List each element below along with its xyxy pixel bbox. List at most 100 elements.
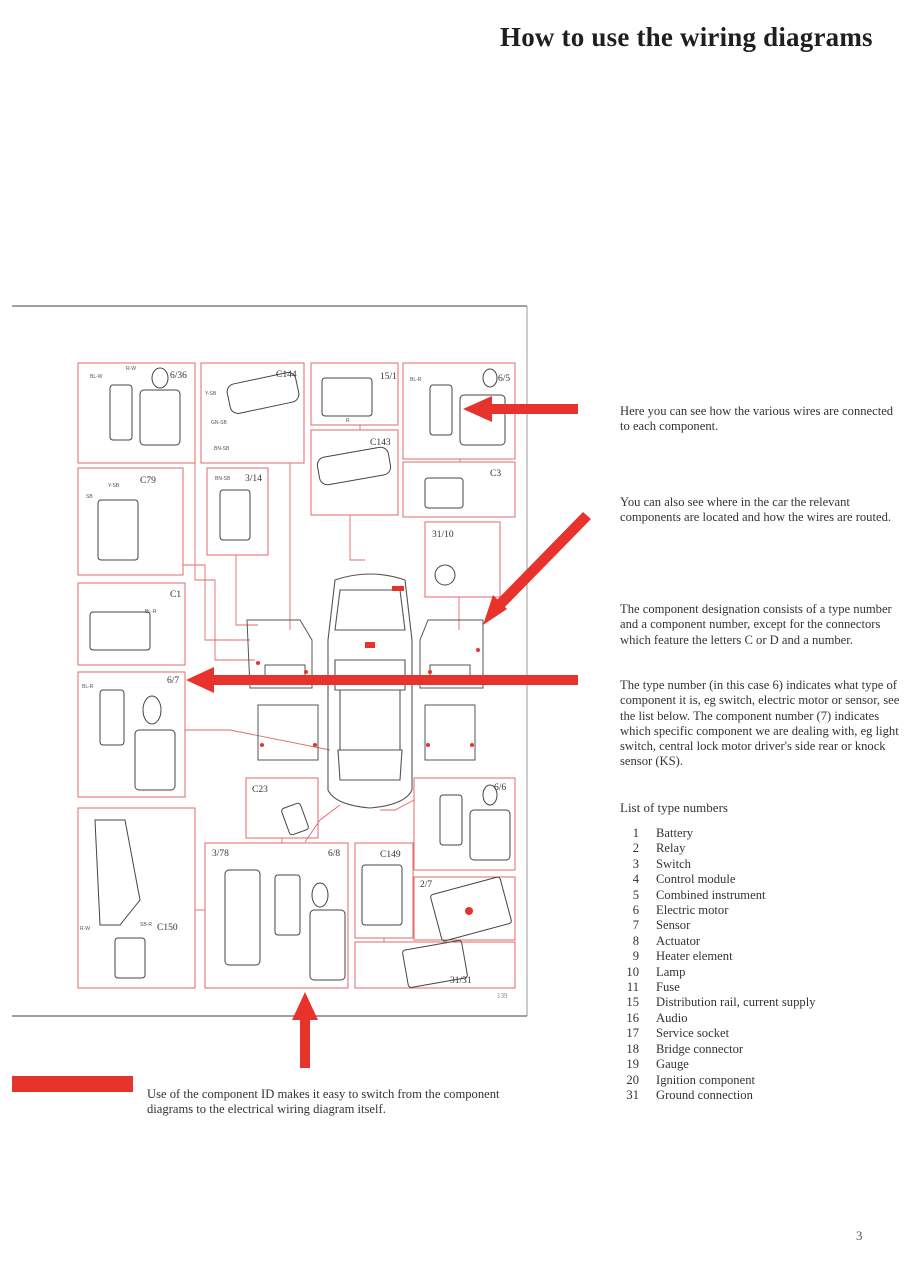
type-list-item: 9 Heater element [615,949,816,964]
type-number: 15 [626,995,639,1010]
type-number: 9 [632,949,639,964]
label-15-1: 15/1 [380,372,397,382]
type-number: 20 [626,1072,639,1087]
type-number: 4 [632,872,639,887]
type-list-item: 10 Lamp [615,965,816,980]
type-number: 10 [626,964,639,979]
wire-code: GN-SB [211,420,228,426]
wire-code: Y-SB [108,483,120,489]
type-list-item: 17 Service socket [615,1026,816,1041]
label-6-36: 6/36 [170,371,187,381]
wire-code: Y-SB [205,391,217,397]
red-arrows [12,396,591,1092]
diagram-page-number: 139 [497,992,508,1000]
frame-3-78 [204,842,349,989]
label-6-5: 6/5 [498,374,510,384]
type-number: 3 [632,856,639,871]
frame-c150 [77,807,196,989]
type-label: Distribution rail, current supply [656,995,816,1010]
wire-code: BL-R [410,377,422,383]
label-c144: C144 [276,370,297,380]
type-number: 18 [626,1041,639,1056]
type-label: Relay [656,841,686,856]
type-label: Control module [656,872,736,887]
type-number: 17 [626,1026,639,1041]
type-label: Heater element [656,949,733,964]
type-list-item: 6 Electric motor [615,903,816,918]
type-list-item: 8 Actuator [615,934,816,949]
explanation-wires: Here you can see how the various wires a… [620,404,894,434]
type-number: 19 [626,1057,639,1072]
type-number: 2 [632,841,639,856]
frame-6-6 [413,777,516,871]
page-title: How to use the wiring diagrams [500,22,873,52]
frame-31-10 [424,521,501,598]
wire-code: R-W [126,366,136,372]
type-list-heading: List of type numbers [620,800,728,815]
type-number: 6 [632,903,639,918]
label-c23: C23 [252,785,268,795]
label-31-31: 31/31 [450,976,472,986]
frame-31-31 [354,941,516,989]
type-list-item: 5 Combined instrument [615,888,816,903]
type-number-list: 1 Battery 2 Relay 3 Switch 4 Control module 5 Com… [615,826,816,1103]
wire-code: BN-SB [215,476,231,482]
type-label: Gauge [656,1057,689,1072]
label-c79: C79 [140,476,156,486]
frame-c143 [310,429,399,516]
label-6-8: 6/8 [328,849,340,859]
type-label: Fuse [656,980,680,995]
type-number: 31 [626,1087,639,1102]
type-list-item: 4 Control module [615,872,816,887]
type-label: Lamp [656,964,686,979]
wire-code: SB [86,494,93,500]
frame-c1 [77,582,186,666]
frame-6-7 [77,671,186,798]
type-label: Combined instrument [656,887,766,902]
type-label: Ground connection [656,1087,753,1102]
type-label: Actuator [656,933,701,948]
label-6-7: 6/7 [167,676,179,686]
label-c3: C3 [490,469,501,479]
type-list-item: 2 Relay [615,841,816,856]
type-label: Battery [656,826,694,840]
label-c149: C149 [380,850,401,860]
wire-code: R-W [80,926,90,932]
type-label: Switch [656,856,691,871]
label-2-7: 2/7 [420,880,432,890]
label-3-78: 3/78 [212,849,229,859]
type-label: Sensor [656,918,691,933]
type-list-item: 19 Gauge [615,1057,816,1072]
type-label: Audio [656,1010,688,1025]
label-c143: C143 [370,438,391,448]
frame-c3 [402,461,516,518]
type-number: 5 [632,887,639,902]
wire-code: BL-R [82,684,94,690]
type-label: Electric motor [656,903,729,918]
wire-code: R [346,418,350,424]
label-3-14: 3/14 [245,474,262,484]
type-label: Ignition component [656,1072,755,1087]
frame-15-1 [310,362,399,426]
frame-3-14 [206,467,269,556]
type-number: 1 [632,826,639,840]
type-list-item: 31 Ground connection [615,1088,816,1103]
type-label: Service socket [656,1026,730,1041]
type-list-item: 3 Switch [615,857,816,872]
type-list-item: 16 Audio [615,1011,816,1026]
frame-6-36 [77,362,196,464]
type-list-item: 20 Ignition component [615,1073,816,1088]
type-list-item: 1 Battery [615,826,816,841]
wire-code: SB-R [140,922,152,928]
wire-code: BL-R [145,609,157,615]
label-6-6: 6/6 [494,783,506,793]
type-number: 8 [632,933,639,948]
explanation-designation: The component designation consists of a … [620,602,892,647]
frame-c144 [200,362,305,464]
label-c150: C150 [157,923,178,933]
type-number: 16 [626,1010,639,1025]
type-list-item: 15 Distribution rail, current supply [615,995,816,1010]
